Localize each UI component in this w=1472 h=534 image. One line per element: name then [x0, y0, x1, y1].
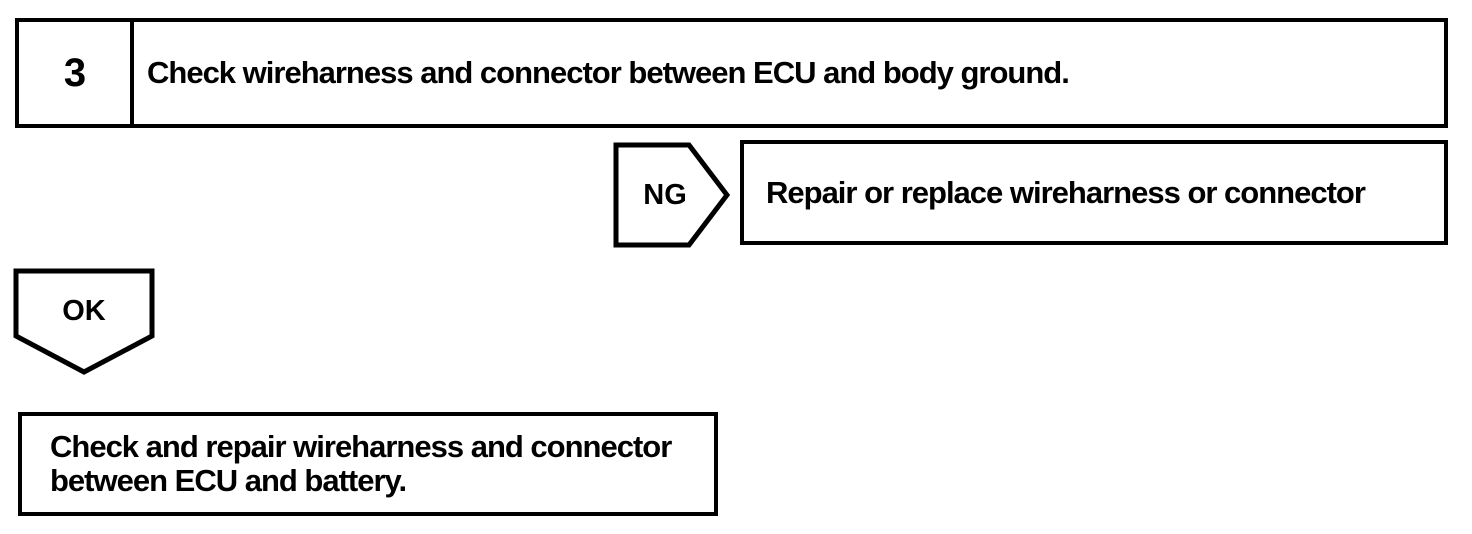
ok-connector: OK	[13, 268, 155, 376]
ok-action-box: Check and repair wireharness and connect…	[18, 412, 718, 516]
ok-label: OK	[62, 294, 106, 327]
ok-action-line2: between ECU and battery.	[50, 463, 407, 498]
ng-pentagon-icon	[613, 142, 730, 248]
step-box: 3 Check wireharness and connector betwee…	[15, 18, 1448, 128]
step-number: 3	[19, 22, 134, 124]
ok-action-line1: Check and repair wireharness and connect…	[50, 429, 672, 464]
ng-label: NG	[643, 178, 687, 211]
ok-pentagon-icon	[13, 268, 155, 375]
ng-connector: NG	[613, 142, 730, 248]
ng-action-text: Repair or replace wireharness or connect…	[766, 174, 1366, 210]
step-instruction: Check wireharness and connector between …	[147, 55, 1070, 90]
ng-action-box: Repair or replace wireharness or connect…	[740, 140, 1448, 245]
